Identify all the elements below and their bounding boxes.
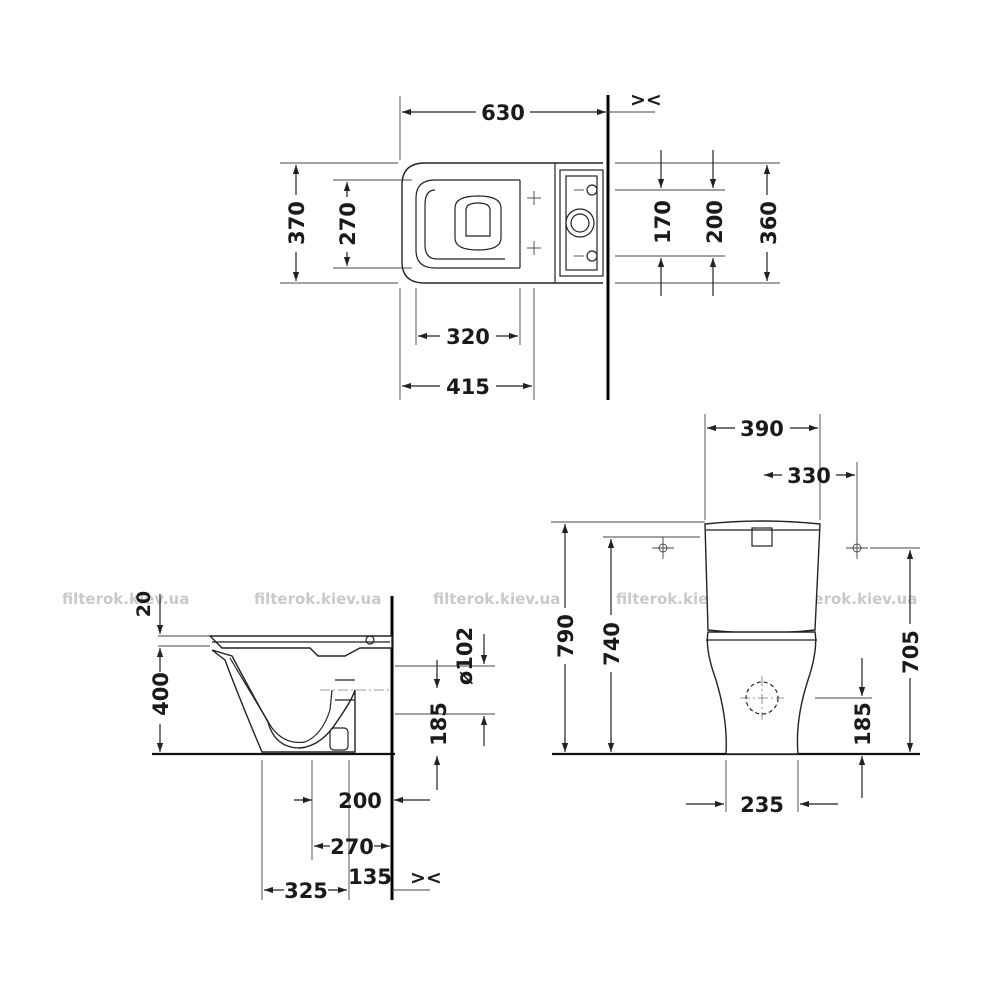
bowl-opening: [454, 195, 502, 251]
dim-630: 630: [481, 101, 525, 125]
dim-135: 135: [348, 865, 392, 889]
bowl-front: [706, 631, 817, 755]
seat-outline: [415, 179, 520, 269]
front-extension-lines: [551, 414, 920, 812]
gap-symbol: ><: [630, 89, 662, 111]
dim-400: 400: [149, 672, 173, 716]
bowl-body: [211, 649, 356, 753]
dim-325: 325: [284, 879, 328, 903]
side-extension-lines: [158, 635, 495, 900]
water-inlet-marks: [652, 537, 868, 559]
tank-lid: [559, 169, 604, 277]
flush-button-front: [751, 527, 773, 547]
watermark-text: filterok.kiev.ua: [62, 590, 189, 608]
bowl-drain: [465, 202, 491, 237]
side-view: 20 400 ø102 185 200 270 325 135 ><: [133, 591, 495, 903]
seat-profile: [208, 635, 393, 657]
dim-415: 415: [446, 375, 490, 399]
trap-curve: [229, 657, 333, 744]
gap-symbol: ><: [410, 867, 442, 889]
fixing-hole: [586, 250, 598, 262]
dim-740: 740: [600, 622, 624, 666]
watermark-text: filterok.kiev.ua: [433, 590, 560, 608]
top-view: ><: [280, 89, 781, 400]
seat-fixing-marks: [527, 189, 584, 257]
dim-390: 390: [740, 417, 784, 441]
dim-170: 170: [651, 200, 675, 244]
dim-185: 185: [851, 702, 875, 746]
watermark-text: filterok.kiev.ua: [790, 590, 917, 608]
dim-200: 200: [703, 200, 727, 244]
dim-200: 200: [338, 789, 382, 813]
dim-790: 790: [554, 614, 578, 658]
top-extension-lines: [280, 96, 780, 400]
dim-235: 235: [740, 793, 784, 817]
dim-20: 20: [133, 591, 155, 617]
dim-102: ø102: [453, 627, 477, 685]
watermarks: filterok.kiev.ua filterok.kiev.ua filter…: [62, 590, 917, 608]
dim-330: 330: [787, 464, 831, 488]
dim-270: 270: [336, 202, 360, 246]
fixing-hole: [586, 184, 598, 196]
watermark-text: filterok.kiev.ua: [254, 590, 381, 608]
dim-320: 320: [446, 325, 490, 349]
outlet-connector: [329, 727, 349, 751]
dim-360: 360: [757, 201, 781, 245]
dim-370: 370: [285, 201, 309, 245]
bowl-outline: [401, 162, 603, 284]
seat-inner-outline: [424, 189, 505, 260]
hinge-point: [365, 635, 375, 645]
dim-705: 705: [899, 630, 923, 674]
outlet-lines: [335, 679, 355, 701]
flush-button: [565, 208, 595, 238]
dim-270: 270: [330, 835, 374, 859]
tank-body: [704, 520, 821, 634]
front-view: 390 330 790 740 705 185 235: [551, 414, 923, 817]
flush-button-inner: [570, 213, 590, 233]
dim-185: 185: [427, 702, 451, 746]
